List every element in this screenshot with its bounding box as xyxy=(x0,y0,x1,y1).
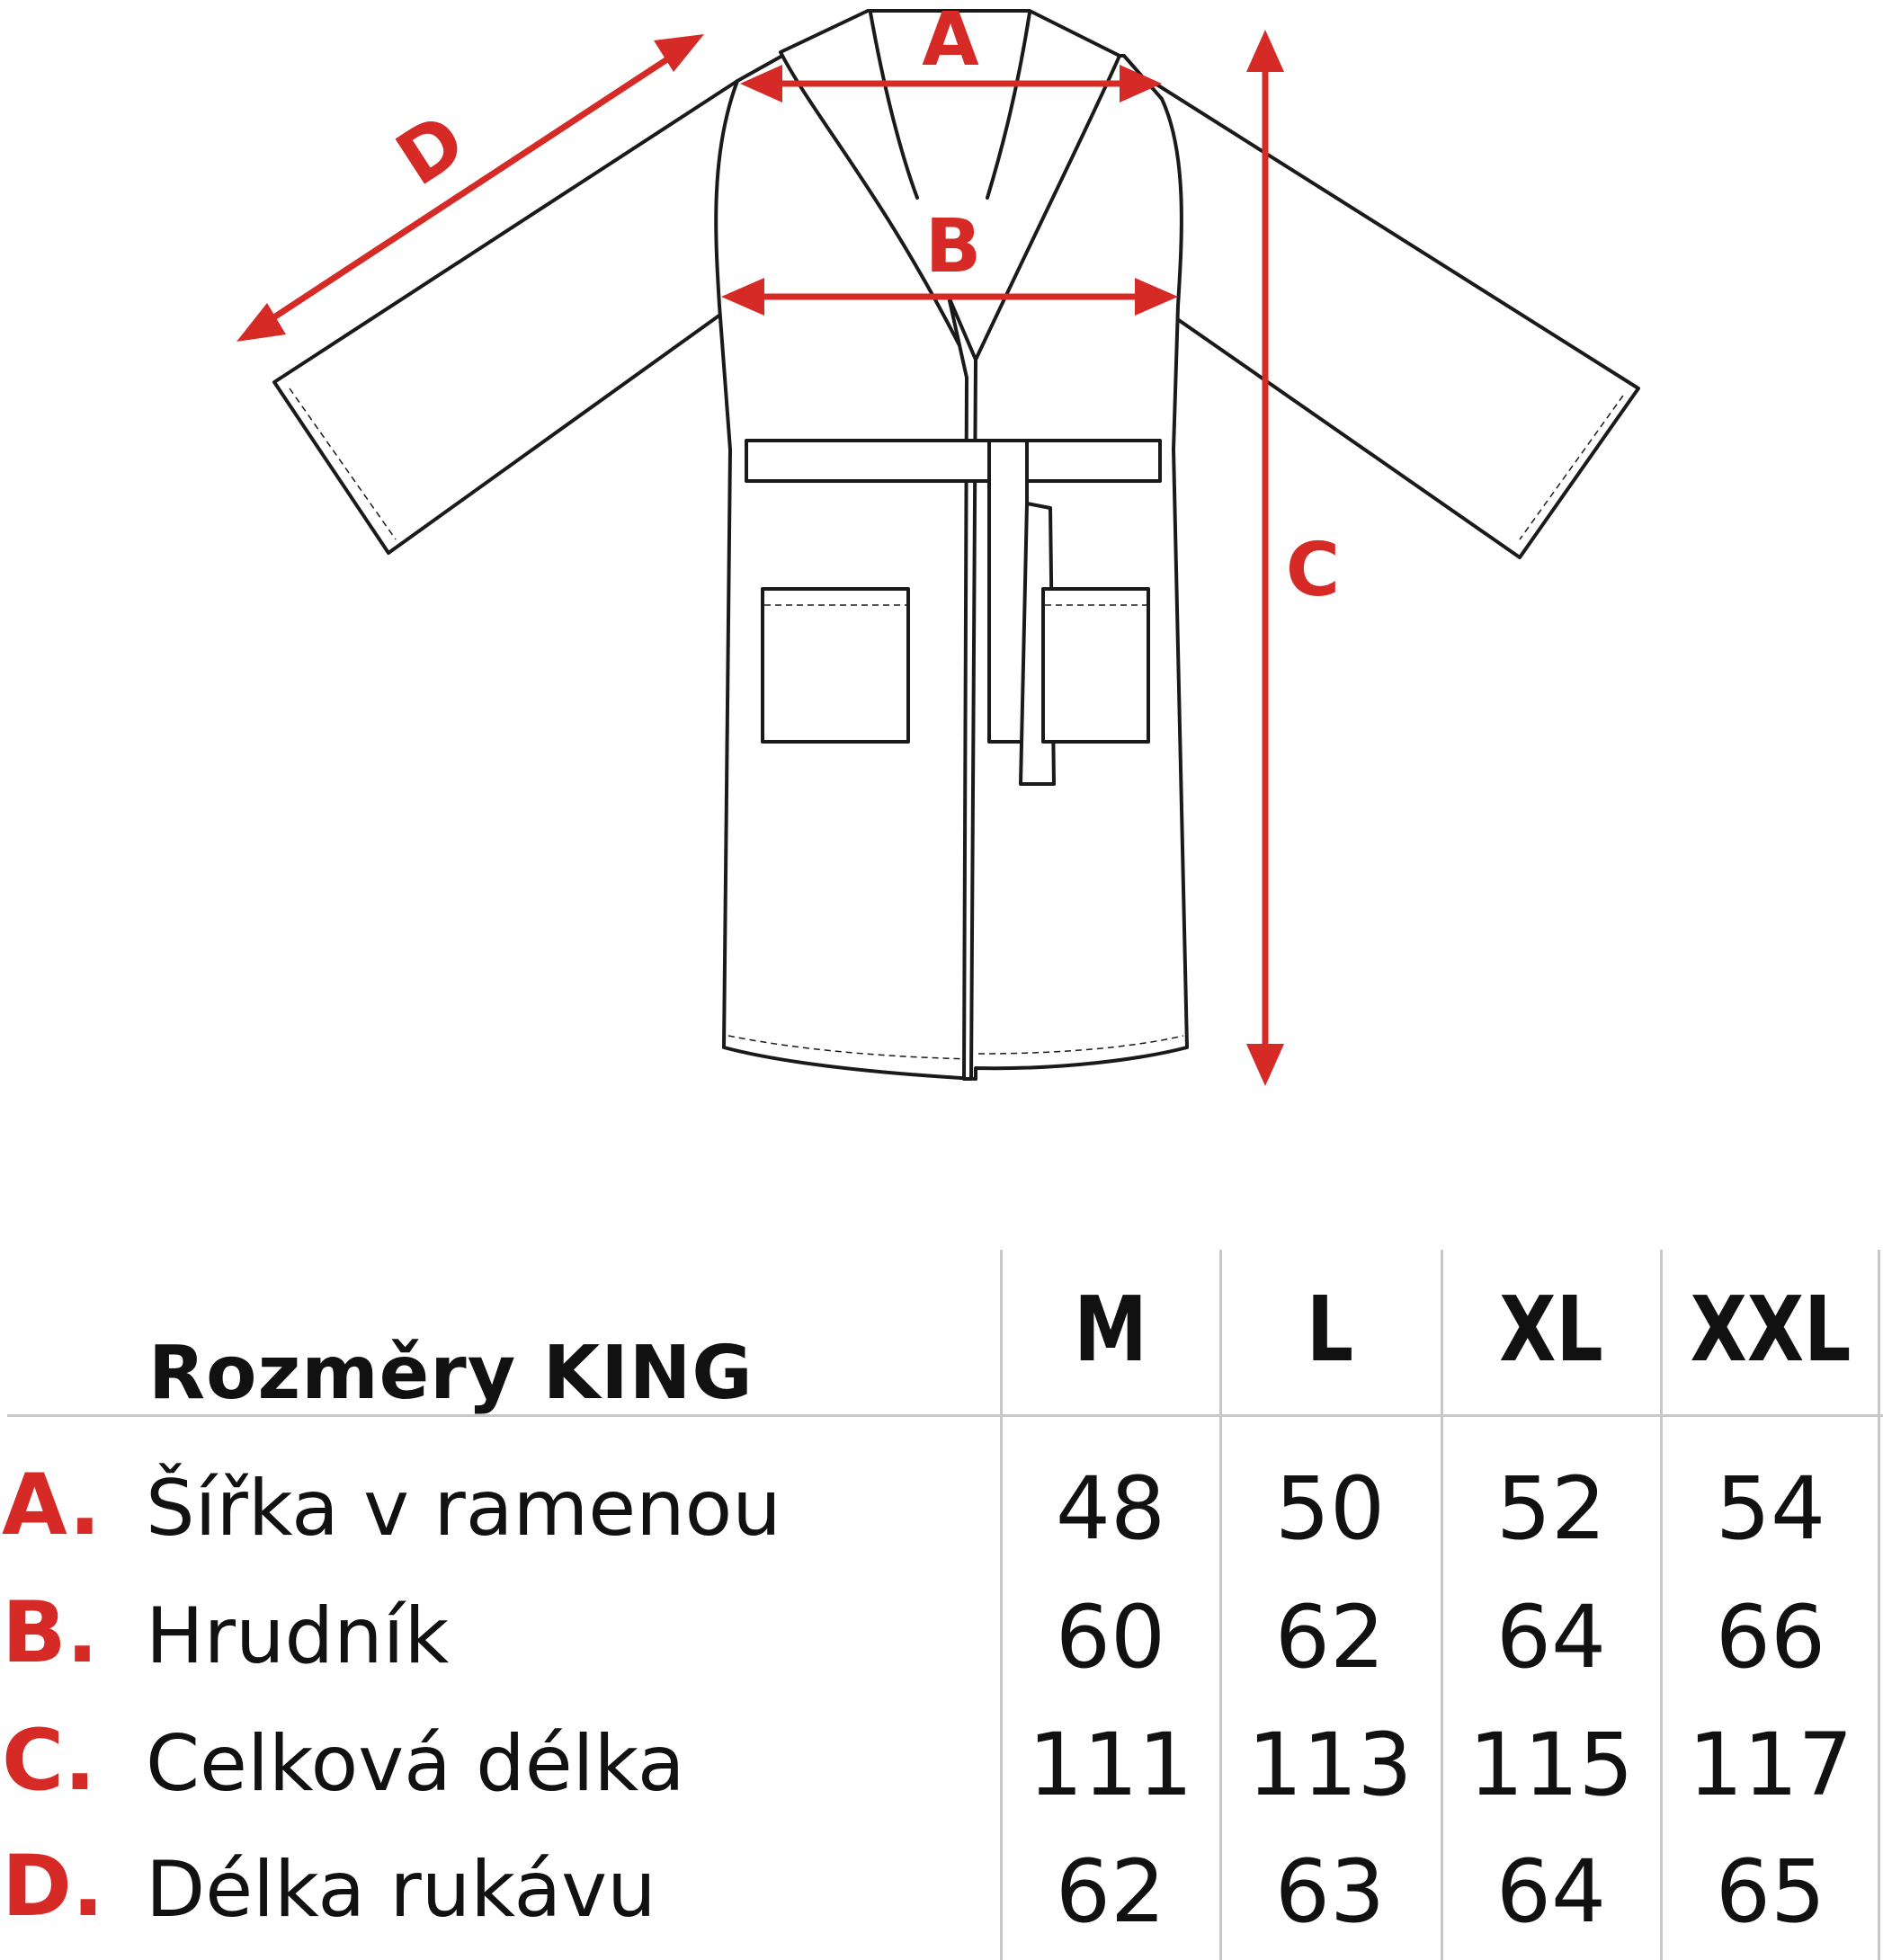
row-b-value-xl: 64 xyxy=(1495,1587,1607,1688)
row-a-value-xl: 52 xyxy=(1495,1458,1607,1559)
hood-inner-left xyxy=(869,11,919,200)
hood-inner-right xyxy=(986,11,1031,200)
row-c-label: Celková délka xyxy=(146,1719,685,1809)
row-c-letter: C. xyxy=(2,1712,96,1810)
row-c-value-l: 113 xyxy=(1247,1715,1413,1815)
pocket-left xyxy=(761,587,910,744)
left-cuff-stitch xyxy=(289,388,397,540)
column-divider xyxy=(1878,1250,1880,1960)
column-divider xyxy=(1219,1250,1222,1960)
right-sleeve xyxy=(1149,79,1640,559)
size-header-xl: XL xyxy=(1499,1277,1603,1382)
hem-stitch xyxy=(727,1035,1184,1060)
size-table: Rozměry KING M L XL XXL A. Šířka v ramen… xyxy=(0,1241,1883,1960)
row-d-value-l: 63 xyxy=(1274,1841,1386,1942)
measure-a-arrow-left xyxy=(740,65,782,102)
pocket-right xyxy=(1041,587,1150,744)
right-cuff-stitch xyxy=(1519,395,1624,540)
size-header-m: M xyxy=(1074,1277,1147,1382)
measure-d-arrow-bottom xyxy=(236,303,286,342)
measure-d-arrow-top xyxy=(654,34,704,72)
row-c-value-m: 111 xyxy=(1028,1715,1193,1815)
row-d-value-m: 62 xyxy=(1055,1841,1166,1942)
row-d-label: Délka rukávu xyxy=(146,1845,656,1935)
measure-b-arrow-right xyxy=(1135,278,1178,316)
row-a-value-m: 48 xyxy=(1055,1458,1166,1559)
row-c-value-xl: 115 xyxy=(1468,1715,1634,1815)
size-header-xxl: XXL xyxy=(1690,1277,1852,1382)
measure-c-arrow-top xyxy=(1246,30,1284,72)
measure-d-line xyxy=(265,53,674,325)
row-b-letter: B. xyxy=(2,1584,99,1682)
row-a-letter: A. xyxy=(2,1457,102,1555)
row-d-value-xxl: 65 xyxy=(1715,1841,1826,1942)
row-b-label: Hrudník xyxy=(146,1591,450,1681)
row-c-value-xxl: 117 xyxy=(1688,1715,1853,1815)
header-divider xyxy=(7,1414,1883,1417)
row-d-letter: D. xyxy=(2,1838,104,1936)
row-a-value-xxl: 54 xyxy=(1715,1458,1826,1559)
row-b-value-m: 60 xyxy=(1055,1587,1166,1688)
belt xyxy=(745,439,1162,483)
measure-d-label: D xyxy=(382,98,480,203)
row-a-value-l: 50 xyxy=(1274,1458,1386,1559)
row-b-value-l: 62 xyxy=(1274,1587,1386,1688)
size-header-l: L xyxy=(1306,1277,1354,1382)
measure-c-arrow-bottom xyxy=(1246,1044,1284,1086)
measure-a-arrow-right xyxy=(1120,65,1162,102)
column-divider xyxy=(1660,1250,1663,1960)
row-b-value-xxl: 66 xyxy=(1715,1587,1826,1688)
measure-a-label: A xyxy=(922,0,979,83)
measure-b-label: B xyxy=(925,204,982,290)
table-title: Rozměry KING xyxy=(148,1331,754,1416)
measure-c-label: C xyxy=(1286,528,1340,613)
row-a-label: Šířka v ramenou xyxy=(146,1464,781,1554)
row-d-value-xl: 64 xyxy=(1495,1841,1607,1942)
left-sleeve xyxy=(272,79,739,555)
robe-body xyxy=(714,54,1189,1081)
bathrobe-diagram: A B C D xyxy=(236,0,1640,1086)
column-divider xyxy=(1441,1250,1443,1960)
lapel xyxy=(947,295,977,1081)
column-divider xyxy=(1000,1250,1003,1960)
measure-b-arrow-left xyxy=(721,278,764,316)
